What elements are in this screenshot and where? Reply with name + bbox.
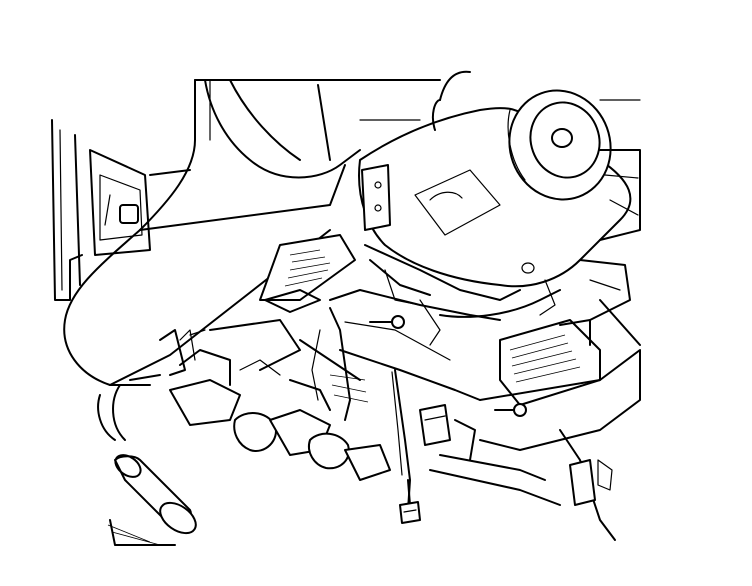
column-lower-window (414, 169, 501, 236)
left-side-panel (51, 119, 191, 301)
column-upper-edge (439, 70, 471, 101)
mounting-bolt (369, 315, 527, 417)
right-side-structure (579, 149, 641, 346)
intermediate-shaft (97, 384, 197, 546)
fastener-clip (119, 204, 139, 224)
right-ribbed-panel (499, 319, 601, 406)
mounting-bracket (361, 164, 391, 231)
electrical-connector (399, 479, 421, 524)
steering-linkage (169, 319, 391, 481)
center-mechanism (329, 244, 561, 346)
ignition-switch (507, 89, 641, 201)
lower-left-bracket (129, 329, 206, 381)
lower-right-bracket (419, 404, 476, 461)
wiring-harness (299, 307, 481, 511)
knee-bolster-retainer (259, 234, 356, 313)
lower-panel-right (429, 349, 641, 541)
